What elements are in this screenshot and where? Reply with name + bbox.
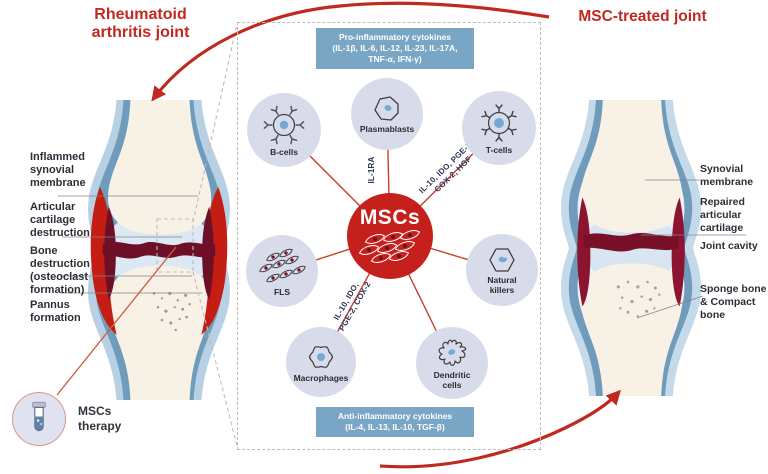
cell-macrophages: Macrophages (286, 327, 356, 397)
upper-bone (580, 100, 683, 233)
right-leader-lines (636, 179, 746, 319)
dendritic-cell-icon (438, 339, 467, 367)
title-msc-treated-joint: MSC-treated joint (578, 8, 707, 25)
cell-plasmablasts: Plasmablasts (351, 78, 423, 150)
therapy-connector-line (56, 246, 177, 396)
upper-bone (108, 100, 212, 235)
arrow-to-ra-joint (151, 1, 550, 102)
title-line1: Rheumatoid (94, 6, 187, 23)
cell-label-fls: FLS (273, 286, 291, 297)
cell-t-cells: T-cells (462, 91, 536, 165)
label-joint-cavity: Joint cavity (700, 240, 758, 252)
zoom-callout-dashes (156, 23, 238, 447)
repaired-cartilage-band (583, 232, 679, 252)
synovium-right (671, 197, 685, 307)
left-leader-lines (58, 195, 202, 294)
pro-inflammatory-box: Pro-inflammatory cytokines (IL-1β, IL-6,… (316, 28, 474, 70)
edge-label-il1ra: IL-1RA (367, 156, 376, 184)
label-repaired-articular-cartilage: Repaired articular cartilage (700, 196, 745, 234)
lower-bone (580, 263, 683, 396)
b-cell-icon (263, 105, 305, 145)
fls-icon (259, 248, 306, 282)
cell-label-t-cells: T-cells (485, 144, 513, 155)
label-synovial-membrane: Synovial membrane (700, 163, 754, 188)
osteoclast-speckles (152, 291, 191, 332)
cell-label-natural-killers: Natural killers (487, 275, 517, 295)
label-pannus-formation: Pannus formation (30, 299, 81, 324)
cell-label-dendritic: Dendritic cells (433, 370, 471, 390)
plasmablast-icon (374, 96, 399, 121)
label-inflamed-synovial-membrane: Inflammed synovial membrane (30, 151, 86, 189)
treated-joint-illustration (561, 100, 701, 396)
pro-box-list: (IL-1β, IL-6, IL-12, IL-23, IL-17A, TNF-… (332, 43, 458, 65)
cell-label-macrophages: Macrophages (293, 372, 349, 383)
test-tube-icon (31, 401, 47, 432)
label-articular-cartilage-destruction: Articular cartilage destruction (30, 201, 90, 239)
arrow-to-treated-joint (379, 389, 621, 469)
mscs-therapy-label: MSCs therapy (78, 404, 122, 433)
msc-cells-icon (358, 230, 421, 263)
pannus-right (201, 186, 228, 335)
cell-label-b-cells: B-cells (270, 146, 298, 157)
central-dashed-frame (237, 22, 541, 450)
mscs-therapy-circle (12, 392, 66, 446)
cell-label-plasmablasts: Plasmablasts (359, 123, 415, 134)
anti-box-title: Anti-inflammatory cytokines (337, 411, 453, 421)
label-bone-destruction: Bone destruction (osteoclast formation) (30, 245, 90, 296)
zoom-source-rect (156, 218, 194, 273)
sponge-bone-speckles (616, 280, 661, 318)
anti-inflammatory-box: Anti-inflammatory cytokines (IL-4, IL-13… (316, 407, 474, 438)
natural-killer-icon (489, 248, 515, 272)
macrophage-icon (308, 346, 334, 368)
synovium-left (577, 197, 591, 307)
t-cell-icon (481, 104, 517, 142)
pro-box-title: Pro-inflammatory cytokines (339, 32, 451, 42)
label-sponge-compact-bone: Sponge bone & Compact bone (700, 283, 767, 321)
cell-natural-killers: Natural killers (466, 234, 538, 306)
title-rheumatoid-joint: Rheumatoid arthritis joint (68, 6, 213, 43)
title-line2: arthritis joint (91, 24, 190, 42)
destroyed-cartilage-band (102, 241, 216, 259)
pannus-left (90, 186, 117, 335)
anti-box-list: (IL-4, IL-13, IL-10, TGF-β) (345, 422, 445, 433)
cell-b-cells: B-cells (247, 93, 321, 167)
mscs-hub-circle: MSCs (347, 193, 433, 279)
mscs-hub-label: MSCs (359, 206, 421, 229)
cell-fls: FLS (246, 235, 318, 307)
cell-dendritic: Dendritic cells (416, 327, 488, 399)
